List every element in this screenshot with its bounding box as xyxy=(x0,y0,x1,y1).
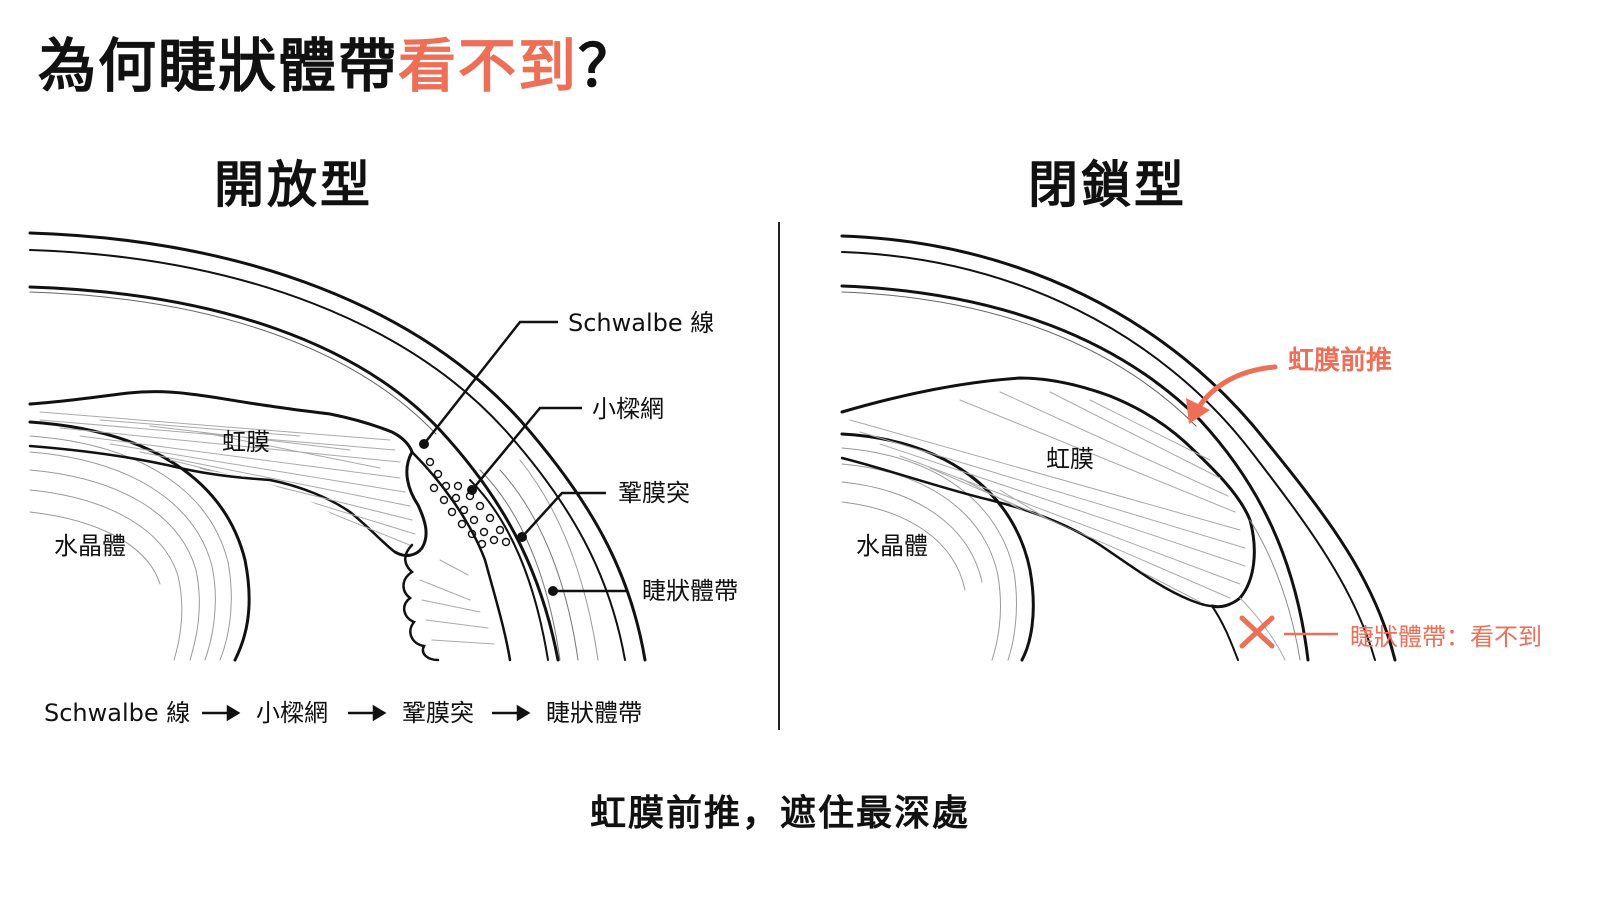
trabecular-meshwork-label: 小樑網 xyxy=(592,395,664,423)
sequence-step-3: 鞏膜突 xyxy=(402,699,474,727)
sequence-step-1: Schwalbe 線 xyxy=(44,699,191,727)
iris-forward-label: 虹膜前推 xyxy=(1288,346,1393,376)
iris-forward-arrow xyxy=(1194,364,1278,413)
page-title: 為何睫狀體帶看不到？ xyxy=(38,30,638,102)
title-main: 為何睫狀體帶 xyxy=(38,32,399,100)
closed-panel-title: 閉鎖型 xyxy=(1028,156,1187,214)
open-iris-label: 虹膜 xyxy=(222,428,270,456)
sequence-step-4: 睫狀體帶 xyxy=(546,699,642,727)
closed-lens-label: 水晶體 xyxy=(856,532,928,560)
bottom-caption: 虹膜前推，遮住最深處 xyxy=(589,793,970,834)
ciliary-band-label: 睫狀體帶 xyxy=(642,577,738,605)
schwalbe-line-label: Schwalbe 線 xyxy=(568,309,715,337)
closed-iris-label: 虹膜 xyxy=(1046,445,1094,473)
open-panel-title: 開放型 xyxy=(214,156,373,214)
title-accent: 看不到 xyxy=(398,32,579,100)
title-tail: ？ xyxy=(578,32,639,100)
open-lens-label: 水晶體 xyxy=(54,532,126,560)
sequence-step-2: 小樑網 xyxy=(256,699,328,727)
scleral-spur-label: 鞏膜突 xyxy=(618,479,690,507)
hidden-marker-x-icon xyxy=(1239,615,1275,649)
ciliary-hidden-label: 睫狀體帶：看不到 xyxy=(1350,623,1542,651)
arrow-head xyxy=(1186,398,1210,424)
